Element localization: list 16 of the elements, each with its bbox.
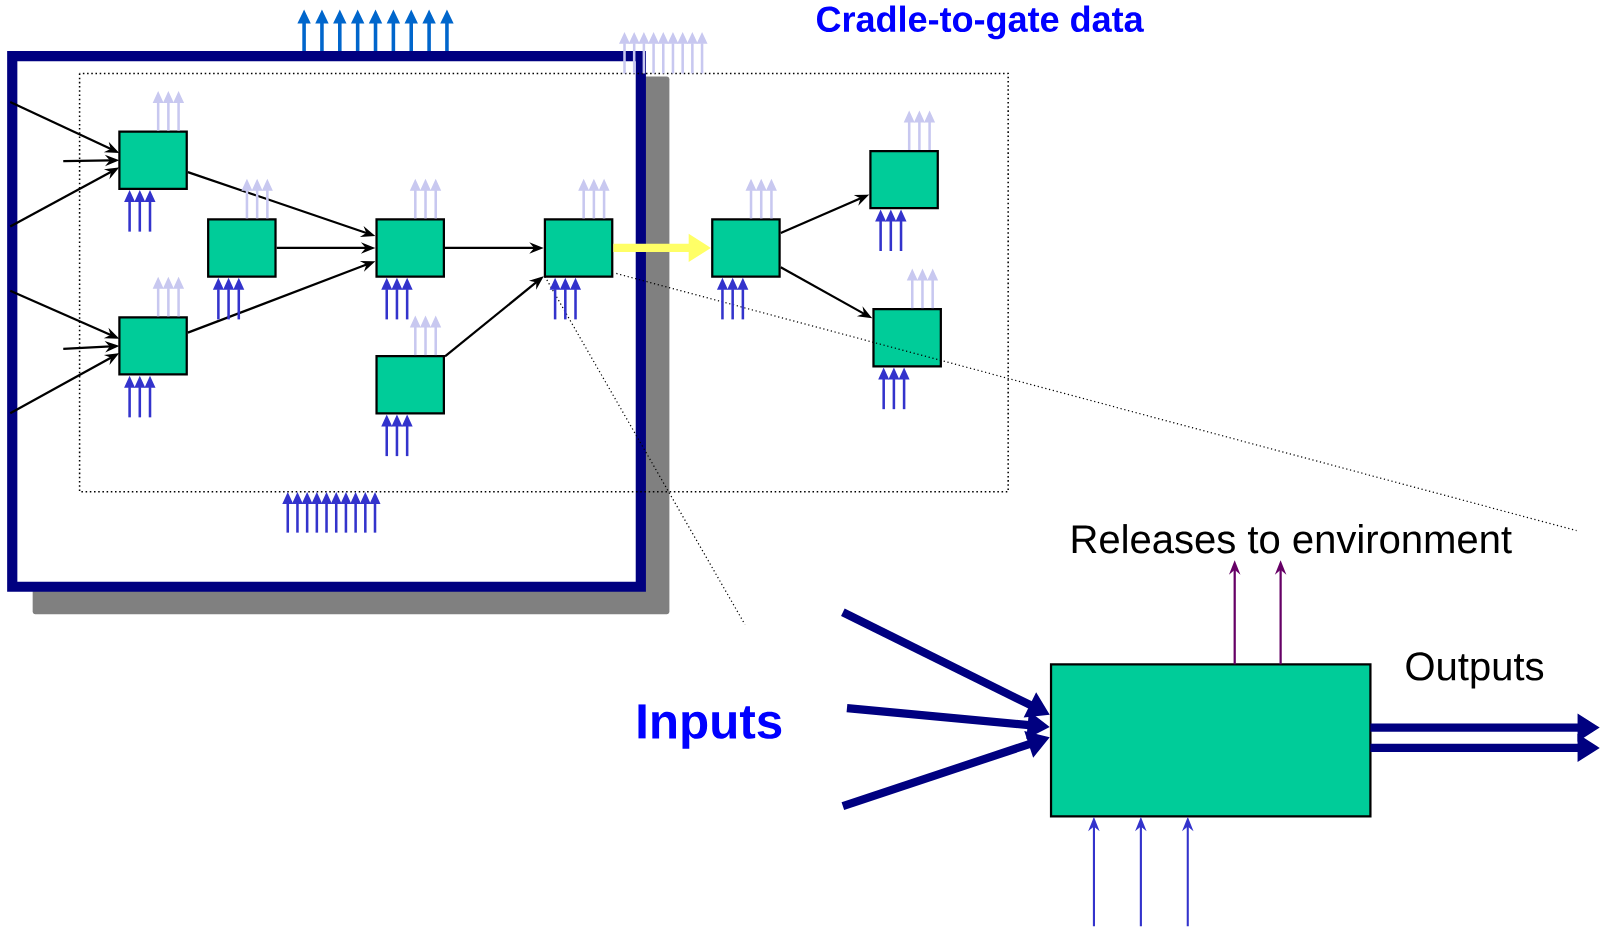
process-box — [711, 218, 781, 278]
zoom-line — [615, 273, 1578, 532]
text-label: Releases to environment — [1072, 524, 1512, 554]
process-box — [869, 150, 939, 210]
process-box — [118, 316, 188, 376]
process-box — [118, 130, 188, 191]
process-box — [375, 355, 445, 415]
process-box — [543, 218, 614, 278]
process-box — [872, 308, 942, 368]
label: Outputs — [1406, 652, 1544, 689]
process-box — [1049, 663, 1372, 818]
process-box — [375, 218, 445, 278]
process-box — [207, 218, 277, 278]
label: Inputs — [638, 704, 782, 749]
title: Cradle-to-gate data — [817, 5, 1144, 40]
zoom-line — [544, 276, 746, 626]
